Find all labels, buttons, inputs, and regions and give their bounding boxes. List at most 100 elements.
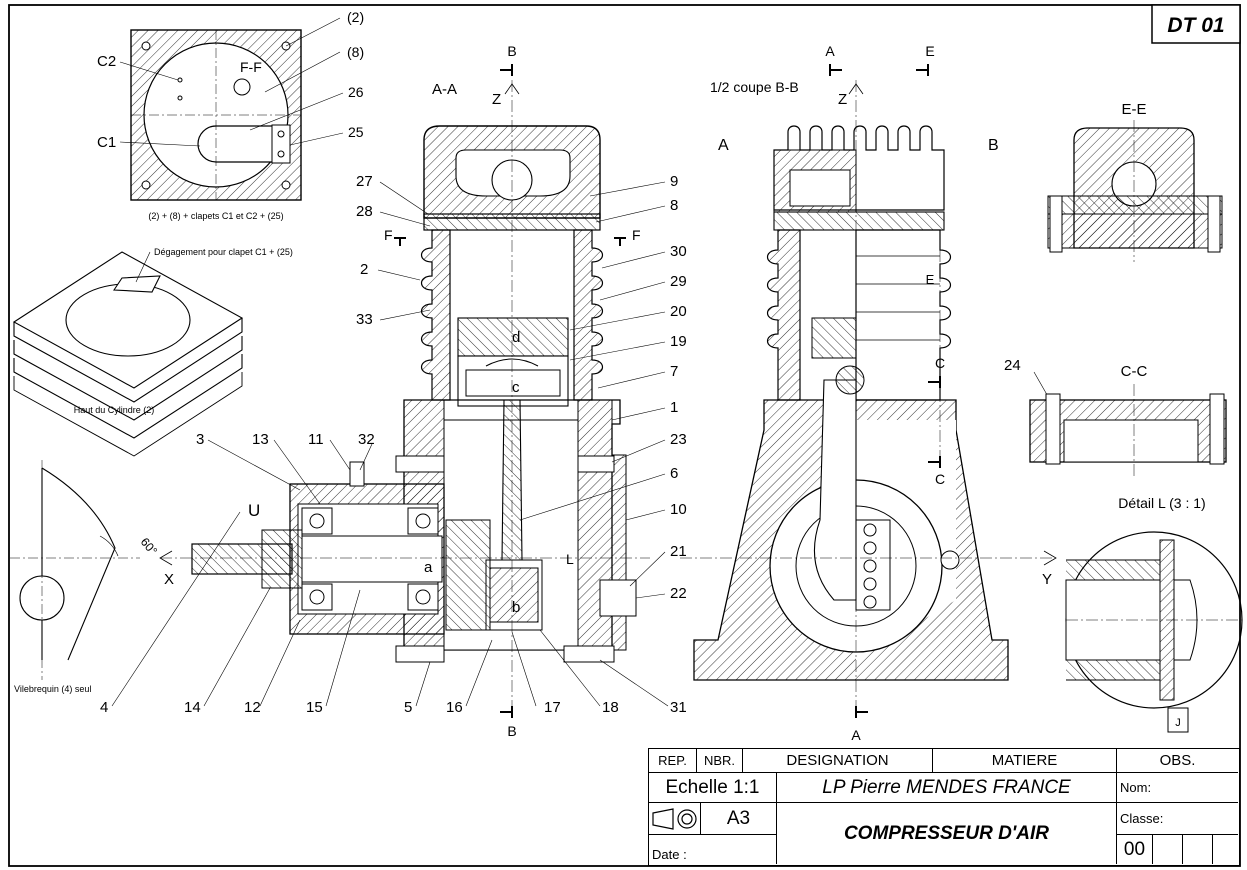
- callout-22: 22: [670, 585, 687, 602]
- inset-section-ff: [119, 17, 344, 201]
- axis-z-right: Z: [838, 91, 847, 108]
- index-box-3: [1183, 835, 1213, 864]
- callout-31: 31: [670, 699, 687, 716]
- header-obs: OBS.: [1117, 749, 1238, 773]
- cut-b-side: B: [988, 137, 999, 154]
- half-section-bb-label: 1/2 coupe B-B: [710, 79, 799, 95]
- index-text: 00: [1123, 838, 1146, 860]
- title-cell: COMPRESSEUR D'AIR: [777, 803, 1117, 864]
- section-aa-label: A-A: [432, 81, 457, 98]
- cut-b-top: B: [507, 43, 516, 59]
- cut-a-top: A: [825, 43, 835, 59]
- callout-23: 23: [670, 431, 687, 448]
- callout-17: 17: [544, 699, 561, 716]
- format-cell: A3: [701, 803, 777, 835]
- sheet-id-box: [1151, 4, 1241, 44]
- ref-25: 25: [348, 124, 364, 140]
- cut-e-mid: E: [926, 272, 935, 287]
- callout-18: 18: [602, 699, 619, 716]
- cut-a-side: A: [718, 137, 729, 154]
- label-c2: C2: [97, 53, 116, 70]
- callout-4: 4: [100, 699, 108, 716]
- part-letter-d: d: [512, 329, 520, 346]
- cut-f-left: F: [384, 227, 393, 243]
- part-letter-b: b: [512, 599, 520, 616]
- sheet-id: DT 01: [1167, 14, 1224, 37]
- index-cell: 00: [1117, 835, 1153, 864]
- format-text: A3: [726, 807, 751, 829]
- callout-20: 20: [670, 303, 687, 320]
- detail-l-label: Détail L (3 : 1): [1118, 495, 1205, 511]
- cut-c-bottom: C: [935, 471, 945, 487]
- cut-c-top: C: [935, 355, 945, 371]
- header-designation: DESIGNATION: [743, 749, 933, 773]
- callout-11: 11: [308, 431, 324, 448]
- part-letter-a: a: [424, 559, 433, 576]
- axis-y: Y: [1042, 571, 1052, 588]
- callout-12: 12: [244, 699, 261, 716]
- callout-13: 13: [252, 431, 269, 448]
- detail-l-view: [1065, 531, 1243, 733]
- school-name: LP Pierre MENDES FRANCE: [822, 776, 1071, 798]
- cut-f-right: F: [632, 227, 641, 243]
- index-box-2: [1153, 835, 1183, 864]
- section-aa-view: [159, 64, 650, 720]
- title-block: REP. NBR. DESIGNATION MATIERE OBS. Echel…: [648, 748, 1240, 866]
- sheet-border: [8, 4, 1241, 867]
- inset-crank-angle: 60°: [138, 535, 161, 558]
- callout-24: 24: [1004, 357, 1021, 374]
- section-cc-label: C-C: [1121, 363, 1148, 380]
- section-ff-label: F-F: [240, 59, 262, 75]
- detail-letter: J: [1175, 717, 1181, 729]
- ref-8: (8): [347, 44, 364, 60]
- header-matiere: MATIERE: [933, 749, 1117, 773]
- drawing-title: COMPRESSEUR D'AIR: [843, 822, 1050, 844]
- axis-x: X: [164, 571, 174, 588]
- axis-u: U: [248, 501, 260, 520]
- classe-label: Classe:: [1120, 811, 1164, 826]
- first-angle-projection-icon: [651, 807, 697, 830]
- index-box-4: [1213, 835, 1238, 864]
- callout-6: 6: [670, 465, 678, 482]
- header-nbr: NBR.: [697, 749, 743, 773]
- header-rep: REP.: [649, 749, 697, 773]
- label-c1: C1: [97, 134, 116, 151]
- nom-cell: Nom:: [1117, 773, 1238, 803]
- callout-27: 27: [356, 173, 373, 190]
- callout-9: 9: [670, 173, 678, 190]
- inset-crank-caption: Vilebrequin (4) seul: [14, 684, 91, 694]
- scale-cell: Echelle 1:1: [649, 773, 777, 803]
- classe-cell: Classe:: [1117, 803, 1238, 835]
- callout-16: 16: [446, 699, 463, 716]
- callout-15: 15: [306, 699, 323, 716]
- inset-cylinder-note: Dégagement pour clapet C1 + (25): [154, 247, 293, 257]
- callout-5: 5: [404, 699, 412, 716]
- callout-2: 2: [360, 261, 368, 278]
- half-section-bb-view: [680, 64, 1057, 720]
- callout-33: 33: [356, 311, 373, 328]
- axis-z-left: Z: [492, 91, 501, 108]
- inset-ff-caption: (2) + (8) + clapets C1 et C2 + (25): [148, 211, 283, 221]
- section-cc-view: [1029, 384, 1227, 478]
- section-ee-view: [1047, 120, 1223, 262]
- ref-2: (2): [347, 9, 364, 25]
- part-letter-c: c: [512, 379, 520, 396]
- cut-e-top: E: [925, 43, 934, 59]
- callout-28: 28: [356, 203, 373, 220]
- callout-29: 29: [670, 273, 687, 290]
- callout-1: 1: [670, 399, 678, 416]
- callout-3: 3: [196, 431, 204, 448]
- inset-crankshaft: [10, 460, 140, 680]
- inset-cylinder-top: [12, 251, 244, 457]
- cut-b-bottom: B: [507, 723, 516, 739]
- date-label: Date :: [652, 847, 687, 862]
- projection-symbol: [649, 803, 701, 835]
- callout-19: 19: [670, 333, 687, 350]
- date-cell: Date :: [649, 835, 777, 864]
- callout-32: 32: [358, 431, 375, 448]
- callout-7: 7: [670, 363, 678, 380]
- scale-text: Echelle 1:1: [665, 776, 760, 798]
- callout-14: 14: [184, 699, 201, 716]
- callout-8: 8: [670, 197, 678, 214]
